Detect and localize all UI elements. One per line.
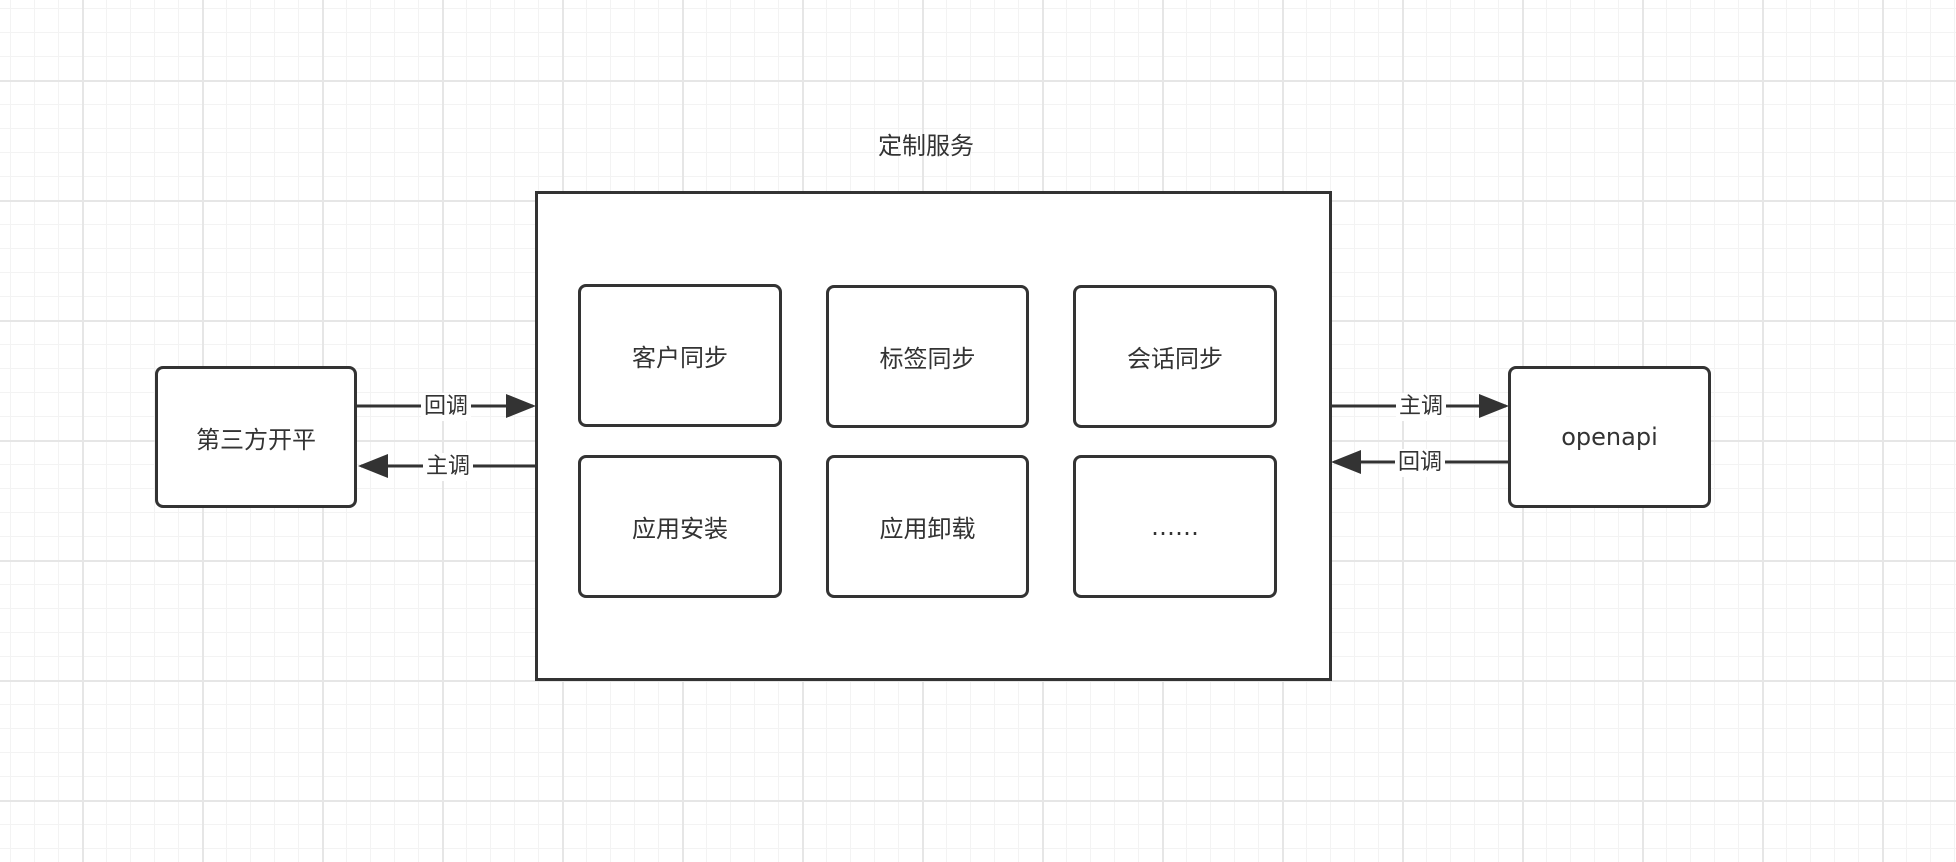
container-title: 定制服务 <box>878 132 974 160</box>
edge-label-right-call: 主调 <box>1395 393 1447 421</box>
service-tag-sync[interactable]: 标签同步 <box>826 285 1029 428</box>
service-app-install[interactable]: 应用安装 <box>578 455 782 598</box>
edge-label-left-callback: 回调 <box>420 393 472 421</box>
service-session-sync[interactable]: 会话同步 <box>1073 285 1277 428</box>
edge-label-right-callback: 回调 <box>1394 449 1446 477</box>
custom-service-container[interactable] <box>535 191 1332 681</box>
service-more[interactable]: …… <box>1073 455 1277 598</box>
service-customer-sync[interactable]: 客户同步 <box>578 284 782 427</box>
third-party-platform-node[interactable]: 第三方开平 <box>155 366 357 508</box>
service-app-uninstall[interactable]: 应用卸载 <box>826 455 1029 598</box>
openapi-node[interactable]: openapi <box>1508 366 1711 508</box>
edge-label-left-call: 主调 <box>422 453 474 481</box>
